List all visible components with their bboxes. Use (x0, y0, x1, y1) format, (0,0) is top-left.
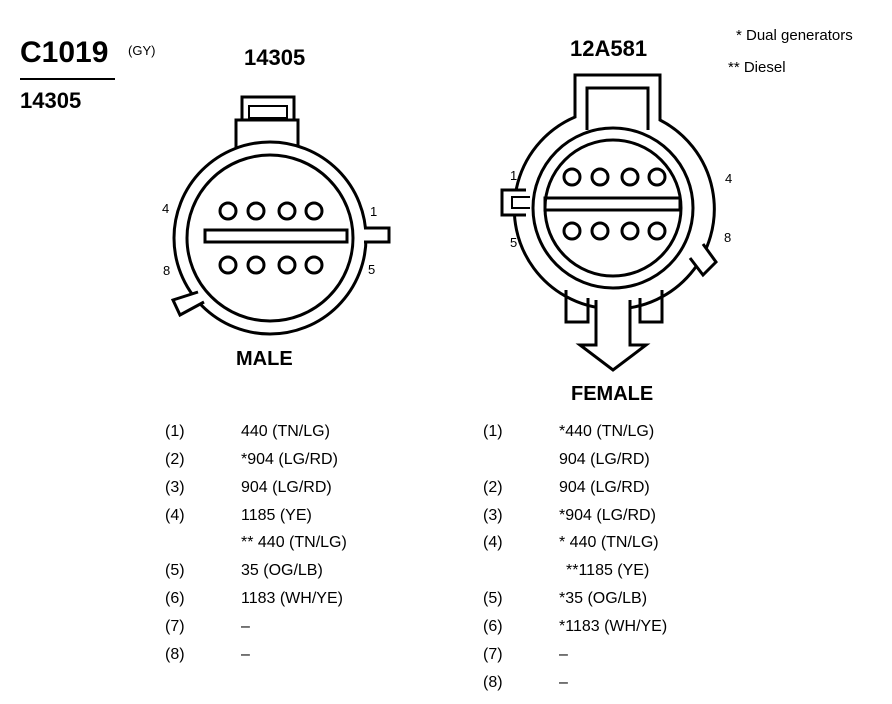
male-pin-num: (1) (165, 423, 185, 440)
female-pin-4 (647, 167, 667, 187)
note-diesel: ** Diesel (728, 59, 786, 76)
female-pin-5 (562, 221, 582, 241)
male-pin-circuit: – (241, 646, 250, 663)
male-pin-num: (3) (165, 479, 185, 496)
female-center-bar (543, 196, 682, 212)
female-pin-circuit: *440 (TN/LG) (559, 423, 655, 440)
male-pin-7 (277, 255, 297, 275)
female-pin-num: (6) (483, 618, 503, 635)
male-right-key (364, 226, 391, 244)
female-pin-circuit: 904 (LG/RD) (559, 451, 650, 468)
female-connector (500, 73, 718, 372)
male-pin-8 (304, 255, 324, 275)
male-pin-label-8: 8 (163, 263, 171, 278)
female-pin-num: (2) (483, 479, 503, 496)
male-part-number: 14305 (244, 45, 306, 70)
header-part-number: 14305 (20, 88, 82, 113)
female-label: FEMALE (571, 383, 654, 405)
male-latch-inner (248, 105, 288, 119)
header-divider (20, 78, 115, 80)
male-pin-num: (2) (165, 451, 185, 468)
male-pin-4 (304, 201, 324, 221)
female-pin-num: (1) (483, 423, 503, 440)
female-pin-circuit: *904 (LG/RD) (559, 507, 656, 524)
male-pin-label-4: 4 (162, 201, 170, 216)
female-pin-circuit: * 440 (TN/LG) (559, 534, 659, 551)
male-outer-shell (172, 140, 368, 336)
male-pin-circuit: 440 (TN/LG) (241, 423, 330, 440)
male-pin-5 (218, 255, 238, 275)
female-pin-6 (590, 221, 610, 241)
male-inner-shell (185, 153, 355, 323)
female-pin-num: (7) (483, 646, 503, 663)
male-pin-label-1: 1 (370, 204, 378, 219)
male-pin-label-5: 5 (368, 262, 376, 277)
male-connector (170, 95, 391, 336)
male-pin-num: (7) (165, 618, 185, 635)
female-pin-2 (590, 167, 610, 187)
female-pin-1 (562, 167, 582, 187)
male-pin-2 (246, 201, 266, 221)
female-left-key (500, 188, 526, 217)
female-inner-shell (531, 126, 695, 290)
female-pin-circuit: – (559, 646, 568, 663)
male-pin-circuit: 1183 (WH/YE) (241, 590, 343, 607)
female-pin-label-5: 5 (510, 235, 518, 250)
female-arrow (575, 300, 651, 372)
female-pin-7 (620, 221, 640, 241)
male-pin-circuit: 1185 (YE) (241, 507, 312, 524)
male-pin-circuit: ** 440 (TN/LG) (241, 534, 347, 551)
female-right-key (688, 243, 718, 278)
female-pin-num: (3) (483, 507, 503, 524)
female-pin-label-8: 8 (724, 230, 732, 245)
female-pin-circuit: **1185 (YE) (566, 562, 650, 579)
female-part-number: 12A581 (570, 36, 648, 61)
male-pin-circuit: – (241, 618, 250, 635)
female-pin-8 (647, 221, 667, 241)
female-right-guide (638, 290, 664, 324)
note-dual-generators: * Dual generators (736, 27, 853, 44)
male-pin-6 (246, 255, 266, 275)
male-pin-1 (218, 201, 238, 221)
female-latch-inner (585, 86, 650, 130)
male-pin-num: (5) (165, 562, 185, 579)
male-pin-circuit: *904 (LG/RD) (241, 451, 338, 468)
male-pin-num: (6) (165, 590, 185, 607)
female-left-key-inner (511, 196, 530, 209)
female-pin-label-1: 1 (510, 168, 518, 183)
female-pin-num: (8) (483, 674, 503, 691)
female-pin-circuit: *35 (OG/LB) (559, 590, 648, 607)
male-pin-circuit: 35 (OG/LB) (241, 562, 323, 579)
male-pin-3 (277, 201, 297, 221)
female-pin-3 (620, 167, 640, 187)
connector-id: C1019 (20, 36, 109, 69)
female-pin-circuit: – (559, 674, 568, 691)
female-pin-num: (5) (483, 590, 503, 607)
male-center-bar (203, 228, 349, 244)
female-pin-circuit: 904 (LG/RD) (559, 479, 650, 496)
female-left-guide (564, 290, 590, 324)
color-code: (GY) (128, 43, 156, 58)
male-pin-num: (4) (165, 507, 185, 524)
female-pin-label-4: 4 (725, 171, 733, 186)
male-pin-num: (8) (165, 646, 185, 663)
male-label: MALE (236, 348, 293, 370)
male-pin-circuit: 904 (LG/RD) (241, 479, 332, 496)
female-pin-circuit: *1183 (WH/YE) (559, 618, 668, 635)
male-left-key (170, 290, 205, 318)
female-pin-num: (4) (483, 534, 503, 551)
